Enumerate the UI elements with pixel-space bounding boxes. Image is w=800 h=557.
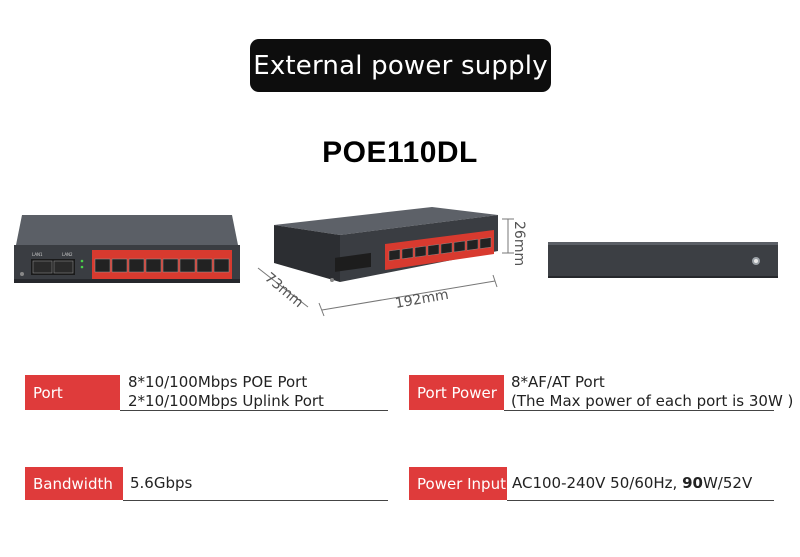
bandwidth-divider [123,500,388,501]
poe-port [388,249,401,261]
poe-port [128,258,145,273]
poe-port [466,239,479,251]
product-model-title: POE110DL [322,136,478,169]
poe-port [427,244,440,256]
poe-port [196,258,213,273]
banner-text: External power supply [253,50,548,81]
poe-port [145,258,162,273]
port-power-divider [504,410,774,411]
uplink-label-2: LAN2 [62,252,73,257]
bandwidth-label: Bandwidth [25,467,123,500]
poe-port [440,242,453,254]
width-dimension: 192mm [394,287,450,312]
poe-port [179,258,196,273]
uplink-label-1: LAN1 [32,252,43,257]
poe-port [453,240,466,253]
port-label: Port [25,375,120,410]
switch-side-view [548,242,778,278]
poe-port [111,258,128,273]
power-input-divider [507,500,774,501]
port-power-value: 8*AF/AT Port (The Max power of each port… [511,373,793,411]
port-divider [120,410,388,411]
port-line-1: 8*10/100Mbps POE Port [128,373,308,391]
port-power-label: Port Power [409,375,504,410]
dimension-annotations [257,218,514,317]
poe-port [94,258,111,273]
power-input-label: Power Input [409,467,507,500]
external-power-banner: External power supply [250,39,551,92]
height-dimension: 26mm [511,221,527,266]
switch-angled-view [274,207,498,282]
poe-port [162,258,179,273]
poe-port [213,258,230,273]
port-power-line-1: 8*AF/AT Port [511,373,605,391]
poe-port [414,245,427,258]
poe-port [479,237,492,249]
power-input-text-2: W/52V [702,474,753,492]
depth-dimension: 73mm [261,270,306,311]
bandwidth-value: 5.6Gbps [130,474,193,492]
port-value: 8*10/100Mbps POE Port 2*10/100Mbps Uplin… [128,373,324,411]
port-power-line-2: (The Max power of each port is 30W ) [511,392,794,410]
switch-front-view: LAN1 LAN2 [14,215,240,283]
power-input-text-1: AC100-240V 50/60Hz, [512,474,683,492]
power-input-value: AC100-240V 50/60Hz, 90W/52V [512,474,752,493]
power-input-wattage: 90 [682,474,703,492]
port-line-2: 2*10/100Mbps Uplink Port [128,392,324,410]
product-photos: LAN1 LAN2 26mm 192mm 7 [14,207,778,317]
poe-port [401,247,414,260]
